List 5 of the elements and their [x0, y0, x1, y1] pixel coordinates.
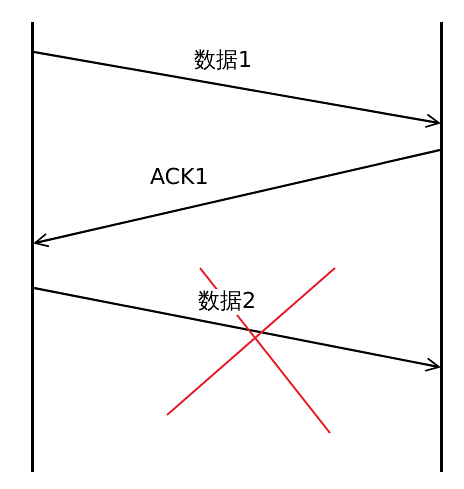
lifeline: [440, 22, 443, 472]
arrow: [34, 50, 440, 128]
lifeline: [31, 22, 34, 472]
arrow: [34, 148, 440, 248]
arrow: [34, 286, 440, 372]
